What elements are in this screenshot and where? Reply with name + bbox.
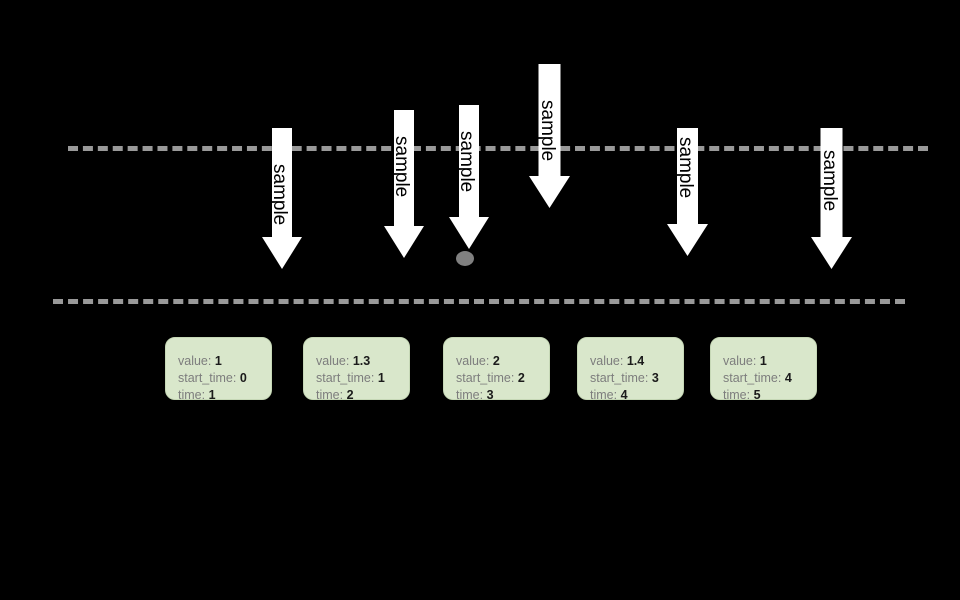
- record-value: 1: [759, 354, 767, 368]
- record-key: start_time:: [178, 371, 240, 385]
- record-key: value:: [178, 354, 215, 368]
- record-value: 2: [346, 388, 354, 402]
- record-field-value: value: 1.4: [590, 353, 683, 370]
- arrow-shape: [262, 128, 302, 269]
- record-field-time: time: 1: [178, 387, 271, 404]
- arrow-shape: [449, 105, 489, 249]
- record-field-start-time: start_time: 1: [316, 370, 409, 387]
- lower-stream-line: [53, 299, 905, 304]
- record-field-value: value: 1: [178, 353, 271, 370]
- record-field-time: time: 4: [590, 387, 683, 404]
- record-value: 3: [486, 388, 494, 402]
- upper-stream-line: [68, 146, 928, 151]
- record-field-start-time: start_time: 3: [590, 370, 683, 387]
- record-value: 1.4: [626, 354, 645, 368]
- arrow-shape: [384, 110, 424, 258]
- record-field-time: time: 3: [456, 387, 549, 404]
- record-key: value:: [723, 354, 760, 368]
- record-field-value: value: 1: [723, 353, 816, 370]
- arrow-shape: [667, 128, 708, 256]
- record-key: start_time:: [723, 371, 785, 385]
- arrow-label: sample: [536, 100, 558, 162]
- sample-arrow-6: sample: [811, 128, 852, 269]
- record-value: 1: [377, 371, 385, 385]
- sample-arrow-4: sample: [529, 64, 570, 208]
- record-key: value:: [456, 354, 493, 368]
- sample-arrow-1: sample: [262, 128, 302, 269]
- record-value: 3: [651, 371, 659, 385]
- record-key: time:: [456, 388, 487, 402]
- record-value: 2: [517, 371, 525, 385]
- sample-arrow-2: sample: [384, 110, 424, 258]
- arrow-label: sample: [818, 150, 840, 212]
- record-value: 1.3: [352, 354, 371, 368]
- sample-arrow-3: sample: [449, 105, 489, 249]
- record-value: 1: [208, 388, 216, 402]
- record-field-value: value: 1.3: [316, 353, 409, 370]
- record-field-time: time: 2: [316, 387, 409, 404]
- record-key: time:: [723, 388, 754, 402]
- record-key: time:: [590, 388, 621, 402]
- record-value: 4: [620, 388, 628, 402]
- sample-arrow-5: sample: [667, 128, 708, 256]
- record-value: 4: [784, 371, 792, 385]
- record-key: value:: [590, 354, 627, 368]
- pending-sample-dot: [456, 251, 474, 266]
- record-field-start-time: start_time: 4: [723, 370, 816, 387]
- arrow-shape: [811, 128, 852, 269]
- record-key: start_time:: [456, 371, 518, 385]
- record-key: start_time:: [316, 371, 378, 385]
- arrow-label: sample: [674, 137, 696, 199]
- record-key: value:: [316, 354, 353, 368]
- record-field-start-time: start_time: 0: [178, 370, 271, 387]
- record-field-start-time: start_time: 2: [456, 370, 549, 387]
- arrow-shape: [529, 64, 570, 208]
- record-value: 1: [214, 354, 222, 368]
- record-key: time:: [178, 388, 209, 402]
- record-value: 2: [492, 354, 500, 368]
- arrow-label: sample: [269, 164, 290, 226]
- record-field-value: value: 2: [456, 353, 549, 370]
- arrow-label: sample: [391, 136, 412, 198]
- record-value: 0: [239, 371, 247, 385]
- record-key: time:: [316, 388, 347, 402]
- record-field-time: time: 5: [723, 387, 816, 404]
- record-key: start_time:: [590, 371, 652, 385]
- record-value: 5: [753, 388, 761, 402]
- arrow-label: sample: [456, 131, 477, 193]
